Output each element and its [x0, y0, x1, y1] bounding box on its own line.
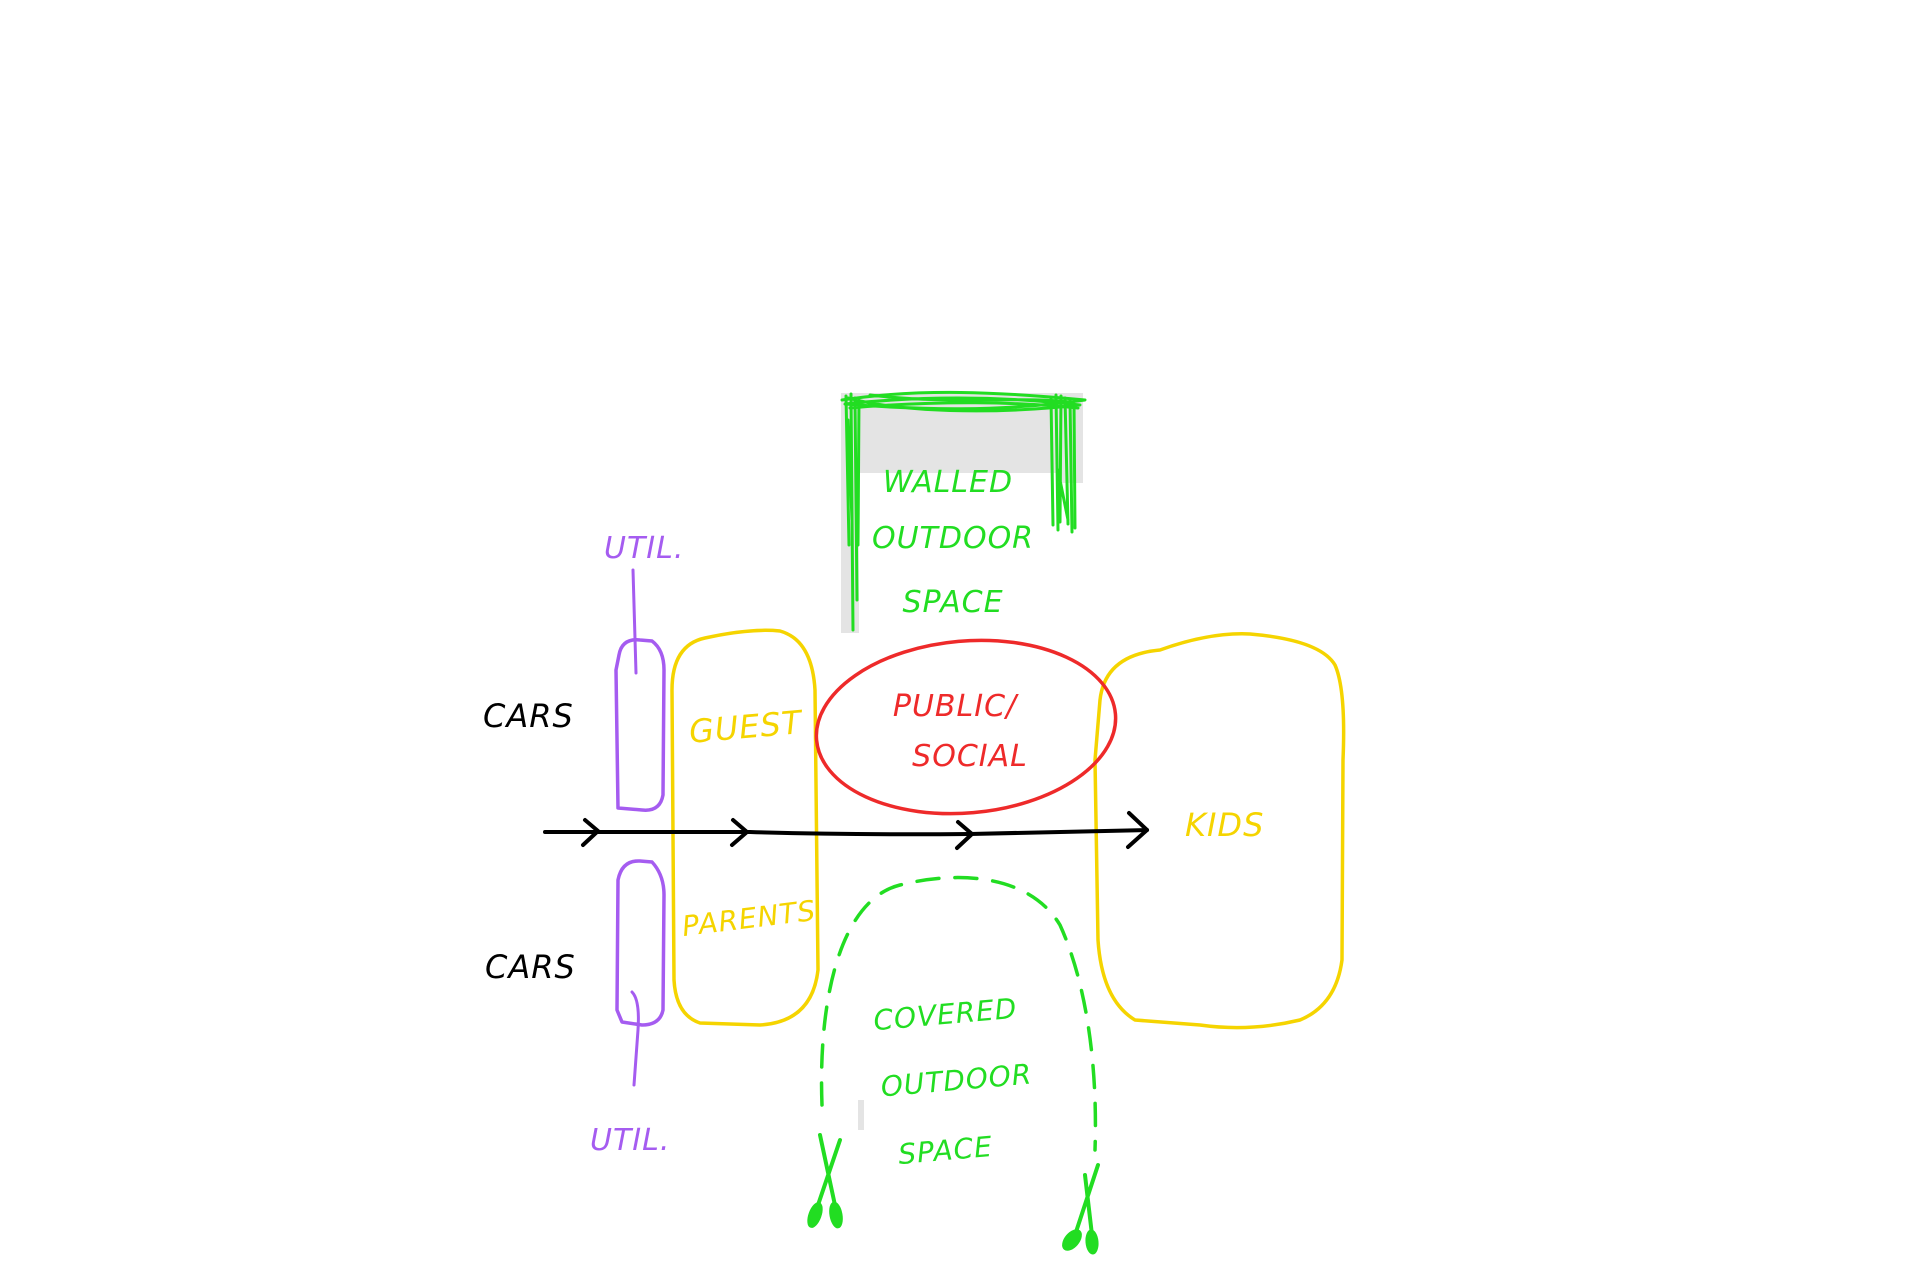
wall-right: [1049, 393, 1077, 534]
walled-label-line3: SPACE: [902, 585, 1003, 620]
util-label-bottom: UTIL.: [590, 1123, 670, 1158]
covered-outdoor-space: COVERED OUTDOOR SPACE: [807, 875, 1100, 1255]
kids-zone: KIDS: [1093, 632, 1346, 1030]
utility-bottom: UTIL.: [590, 859, 670, 1158]
public-label-line2: SOCIAL: [912, 739, 1028, 774]
util-leader-top: [631, 568, 638, 675]
arrowhead-1: [581, 818, 600, 847]
public-social-zone: PUBLIC/ SOCIAL: [814, 638, 1118, 816]
covered-label-line3: SPACE: [897, 1130, 994, 1171]
circulation-line: [543, 828, 1149, 837]
parents-label: PARENTS: [680, 894, 818, 943]
scissors-icon: [807, 1133, 843, 1229]
covered-shading-left: [858, 1100, 864, 1130]
kids-label: KIDS: [1185, 806, 1264, 844]
cars-label-bottom: CARS: [485, 948, 576, 986]
public-social-outline: [814, 638, 1118, 816]
covered-label-line1: COVERED: [872, 992, 1018, 1037]
walled-outdoor-space: WALLED OUTDOOR SPACE: [840, 390, 1087, 633]
circulation-arrow: [543, 811, 1149, 850]
kids-outline: [1093, 632, 1346, 1030]
wall-left: [844, 392, 861, 632]
covered-label-line2: OUTDOOR: [879, 1057, 1033, 1103]
covered-dashed-arch: [819, 875, 1098, 1152]
walled-label-line1: WALLED: [883, 465, 1013, 500]
arrowhead-4: [1126, 811, 1149, 849]
guest-parents-outline: [670, 628, 820, 1027]
guest-label: GUEST: [688, 703, 806, 751]
util-label-top: UTIL.: [604, 531, 684, 566]
util-box-top: [614, 638, 666, 812]
util-box-bottom: [615, 859, 666, 1027]
walled-label-line2: OUTDOOR: [872, 521, 1034, 556]
arrowhead-2: [730, 818, 749, 847]
public-label-line1: PUBLIC/: [893, 689, 1019, 724]
guest-parents-zone: GUEST PARENTS: [670, 628, 820, 1027]
arrowhead-3: [955, 820, 974, 850]
scissors-icon: [1062, 1163, 1100, 1255]
util-leader-bottom: [630, 990, 640, 1087]
utility-top: UTIL.: [604, 531, 684, 812]
cars-label-top: CARS: [483, 697, 574, 735]
